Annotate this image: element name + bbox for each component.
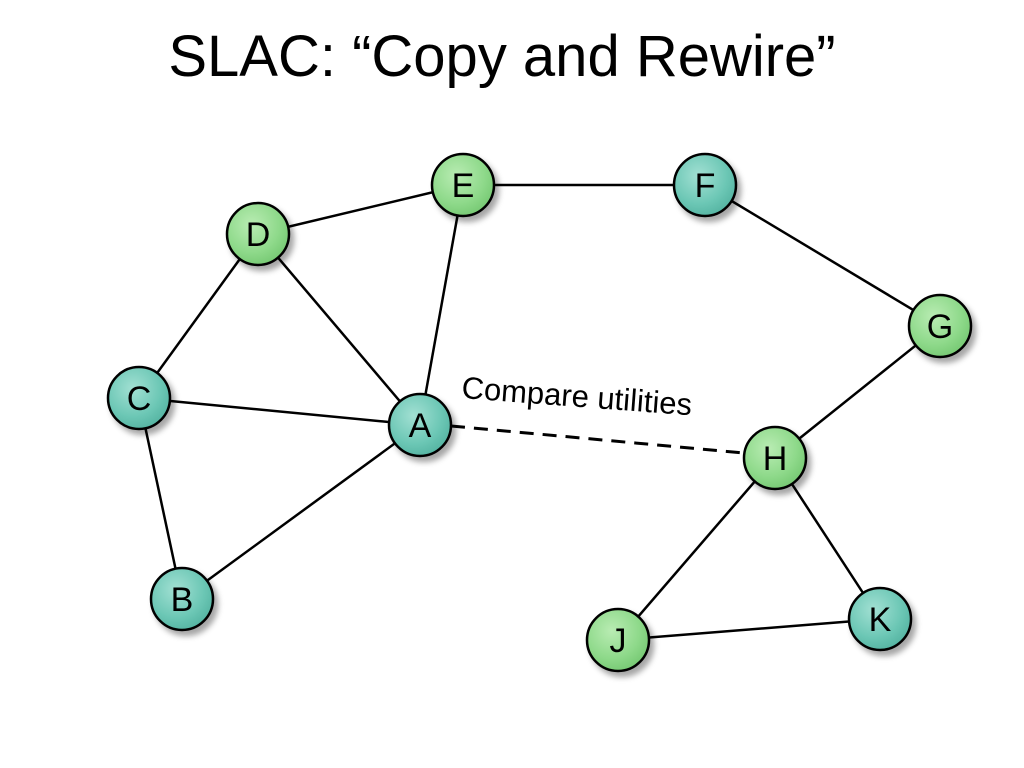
node-a: A — [387, 392, 453, 458]
compare-utilities-label: Compare utilities — [460, 370, 693, 422]
node-d: D — [225, 201, 291, 267]
node-circle-a — [387, 392, 453, 458]
node-k: K — [847, 586, 913, 652]
node-label-d: D — [246, 216, 271, 254]
edges-layer — [137, 183, 941, 642]
node-circle-c — [106, 365, 172, 431]
edge-b-a — [181, 423, 421, 601]
nodes-layer: A B C D E F G H J K — [106, 152, 973, 673]
node-label-a: A — [409, 407, 432, 445]
node-circle-f — [672, 152, 738, 218]
node-circle-d — [225, 201, 291, 267]
edge-h-j — [617, 457, 776, 641]
node-circle-g — [907, 293, 973, 359]
edge-d-c — [137, 233, 260, 399]
node-label-e: E — [452, 167, 475, 205]
edge-e-a — [418, 184, 465, 426]
edge-j-k — [617, 617, 881, 642]
node-label-k: K — [869, 601, 892, 639]
edge-f-g — [704, 183, 941, 328]
node-label-f: F — [695, 167, 716, 205]
node-circle-b — [149, 566, 215, 632]
node-label-c: C — [127, 380, 152, 418]
node-f: F — [672, 152, 738, 218]
node-c: C — [106, 365, 172, 431]
edge-d-e — [257, 183, 464, 236]
node-label-g: G — [927, 308, 953, 346]
edge-c-b — [137, 397, 184, 600]
edge-g-h — [774, 325, 941, 459]
node-label-j: J — [610, 622, 627, 660]
compare-dashed-line — [450, 424, 745, 455]
edge-d-a — [257, 233, 421, 426]
node-j: J — [585, 607, 651, 673]
node-b: B — [149, 566, 215, 632]
edge-c-a — [138, 396, 421, 427]
node-label-h: H — [763, 440, 788, 478]
slide-title: SLAC: “Copy and Rewire” — [168, 24, 836, 89]
compare-utilities-edge: Compare utilities — [450, 370, 745, 455]
node-circle-e — [430, 152, 496, 218]
node-label-b: B — [171, 581, 194, 619]
node-circle-k — [847, 586, 913, 652]
node-circle-h — [742, 425, 808, 491]
node-g: G — [907, 293, 973, 359]
node-e: E — [430, 152, 496, 218]
node-circle-j — [585, 607, 651, 673]
node-h: H — [742, 425, 808, 491]
